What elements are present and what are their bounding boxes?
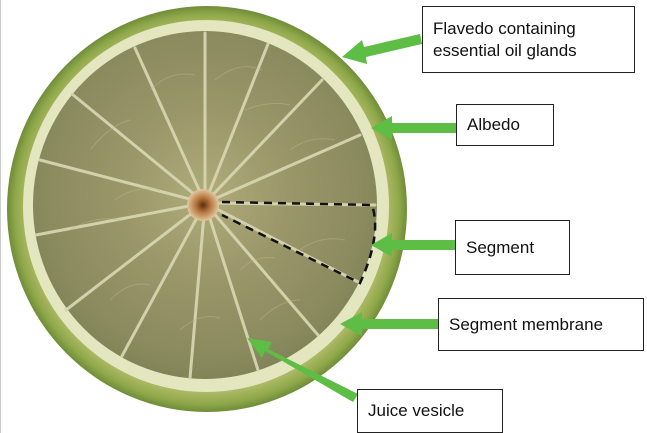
label-flavedo-line1: Flavedo containing xyxy=(433,18,577,40)
fruit-core xyxy=(187,189,219,221)
label-flavedo-line2: essential oil glands xyxy=(433,40,577,62)
label-albedo: Albedo xyxy=(456,104,554,146)
label-flavedo: Flavedo containing essential oil glands xyxy=(422,6,635,73)
label-juice-vesicle-text: Juice vesicle xyxy=(368,400,464,422)
label-segment-membrane: Segment membrane xyxy=(438,298,644,351)
label-segment-membrane-text: Segment membrane xyxy=(449,314,603,336)
label-segment-text: Segment xyxy=(466,237,534,259)
label-juice-vesicle: Juice vesicle xyxy=(357,389,503,433)
label-segment: Segment xyxy=(455,220,570,275)
arrow-flavedo xyxy=(342,34,422,64)
label-albedo-text: Albedo xyxy=(467,114,520,136)
